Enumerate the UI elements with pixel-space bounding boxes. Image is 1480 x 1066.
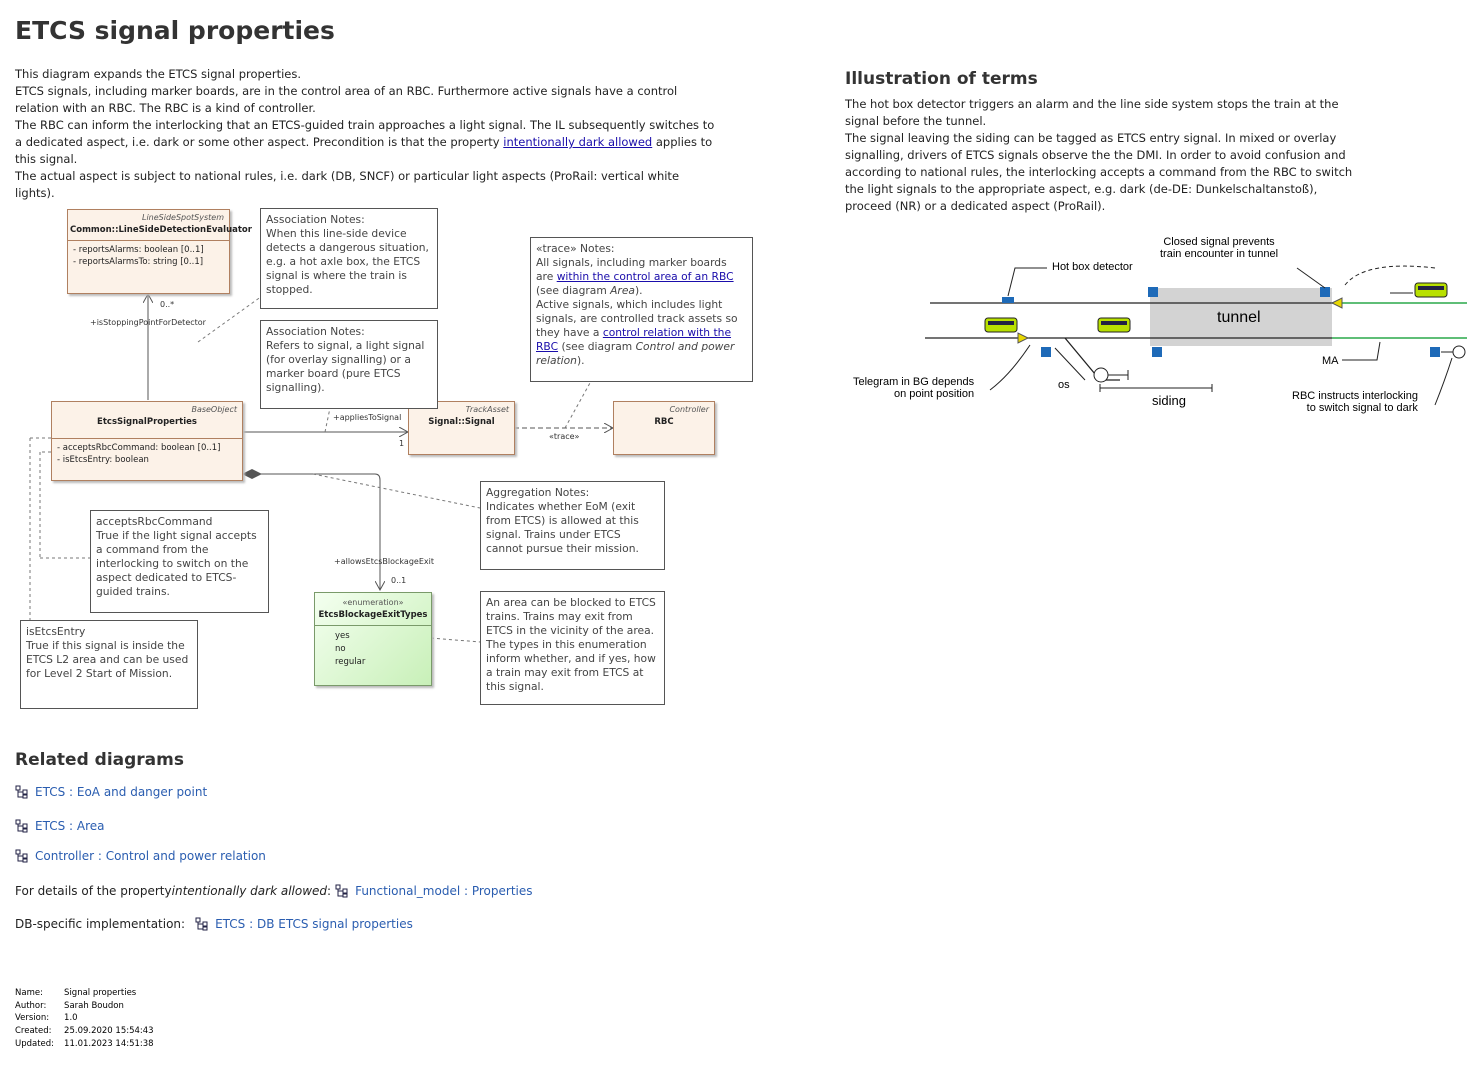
- related-link-eoa[interactable]: ETCS : EoA and danger point: [15, 785, 207, 799]
- class-line-side-detection-evaluator[interactable]: LineSideSpotSystem Common::LineSideDetec…: [67, 209, 252, 294]
- note-aggregation: Aggregation Notes: Indicates whether EoM…: [480, 481, 665, 570]
- hot-box-label: Hot box detector: [1052, 261, 1133, 273]
- attribute: - isEtcsEntry: boolean: [57, 455, 149, 465]
- intro-line: The actual aspect is subject to national…: [15, 169, 680, 200]
- note-association-detector: Association Notes: When this line-side d…: [260, 208, 438, 309]
- tunnel-area: [1150, 288, 1332, 346]
- diagram-icon: [15, 849, 28, 863]
- control-relation-link[interactable]: control relation with the RBC: [536, 326, 732, 353]
- telegram-label: Telegram in BG depends on point position: [853, 376, 975, 400]
- train-icon: [984, 317, 1018, 333]
- aggregation-diamond: [242, 469, 262, 479]
- allows-multiplicity: 0..1: [391, 576, 407, 585]
- illustration-heading: Illustration of terms: [845, 69, 1038, 89]
- intro-line: This diagram expands the ETCS signal pro…: [15, 67, 302, 81]
- blockage-aggregation: [247, 473, 380, 590]
- intro-text: This diagram expands the ETCS signal pro…: [15, 66, 715, 202]
- intro-line: The RBC can inform the interlocking that…: [15, 118, 715, 166]
- related-link-control[interactable]: Controller : Control and power relation: [15, 849, 266, 863]
- attribute: - reportsAlarms: boolean [0..1]: [73, 245, 204, 255]
- train-icon: [1414, 282, 1448, 298]
- functional-model-link[interactable]: Functional_model : Properties: [355, 884, 533, 898]
- note-area-blockage: An area can be blocked to ETCS trains. T…: [480, 591, 665, 705]
- closed-signal-label: Closed signal prevents train encounter i…: [1160, 236, 1279, 260]
- class-rbc[interactable]: Controller RBC: [613, 401, 715, 455]
- note-trace: «trace» Notes: All signals, including ma…: [530, 237, 753, 382]
- control-area-link[interactable]: within the control area of an RBC: [556, 270, 734, 283]
- siding-label: siding: [1152, 393, 1186, 408]
- related-heading: Related diagrams: [15, 750, 184, 770]
- diagram-icon: [335, 884, 348, 898]
- applies-role-label: +appliesToSignal: [333, 413, 402, 422]
- illustration-paragraph: The signal leaving the siding can be tag…: [845, 131, 1353, 213]
- attribute: - reportsAlarmsTo: string [0..1]: [73, 257, 204, 267]
- track-illustration: [925, 265, 1467, 406]
- illustration-paragraph: The hot box detector triggers an alarm a…: [845, 97, 1339, 128]
- diagram-icon: [15, 785, 28, 799]
- page-title: ETCS signal properties: [15, 16, 335, 45]
- db-row: DB-specific implementation: ETCS : DB ET…: [15, 917, 413, 931]
- note-accepts-rbc-command: acceptsRbcCommand True if the light sign…: [90, 510, 269, 613]
- diagram-icon: [15, 819, 28, 833]
- db-link[interactable]: ETCS : DB ETCS signal properties: [215, 917, 413, 931]
- related-link-area[interactable]: ETCS : Area: [15, 819, 105, 833]
- details-row: For details of the property intentionall…: [15, 884, 533, 898]
- stop-role-label: +isStoppingPointForDetector: [90, 318, 206, 327]
- trace-label: «trace»: [549, 432, 580, 441]
- hot-box-detector: [1002, 297, 1014, 303]
- note-is-etcs-entry: isEtcsEntry True if this signal is insid…: [20, 620, 198, 709]
- note-association-signal: Association Notes: Refers to signal, a l…: [260, 320, 438, 409]
- stop-multiplicity: 0..*: [160, 300, 175, 309]
- ma-label: MA: [1322, 355, 1339, 367]
- class-signal[interactable]: TrackAsset Signal::Signal: [408, 401, 515, 455]
- diagram-icon: [195, 917, 208, 931]
- metadata-table: Name:Signal properties Author:Sarah Boud…: [15, 988, 154, 1049]
- enum-value: yes: [335, 631, 350, 641]
- rbc-instructs-label: RBC instructs interlocking to switch sig…: [1292, 390, 1418, 414]
- applies-multiplicity: 1: [399, 439, 405, 448]
- allows-role-label: +allowsEtcsBlockageExit: [334, 557, 434, 566]
- intro-line: ETCS signals, including marker boards, a…: [15, 84, 678, 115]
- attribute: - acceptsRbcCommand: boolean [0..1]: [57, 443, 221, 453]
- enum-value: no: [335, 644, 346, 654]
- enum-etcs-blockage-exit-types[interactable]: «enumeration» EtcsBlockageExitTypes yes …: [314, 592, 432, 686]
- uml-connectors: [29, 0, 800, 643]
- train-icon: [1097, 317, 1131, 333]
- class-etcs-signal-properties[interactable]: BaseObject EtcsSignalProperties - accept…: [51, 401, 243, 481]
- enum-value: regular: [335, 657, 366, 667]
- tunnel-label: tunnel: [1217, 309, 1261, 326]
- illustration-text: The hot box detector triggers an alarm a…: [845, 96, 1365, 215]
- intentionally-dark-link[interactable]: intentionally dark allowed: [503, 135, 653, 149]
- os-label: os: [1058, 379, 1070, 391]
